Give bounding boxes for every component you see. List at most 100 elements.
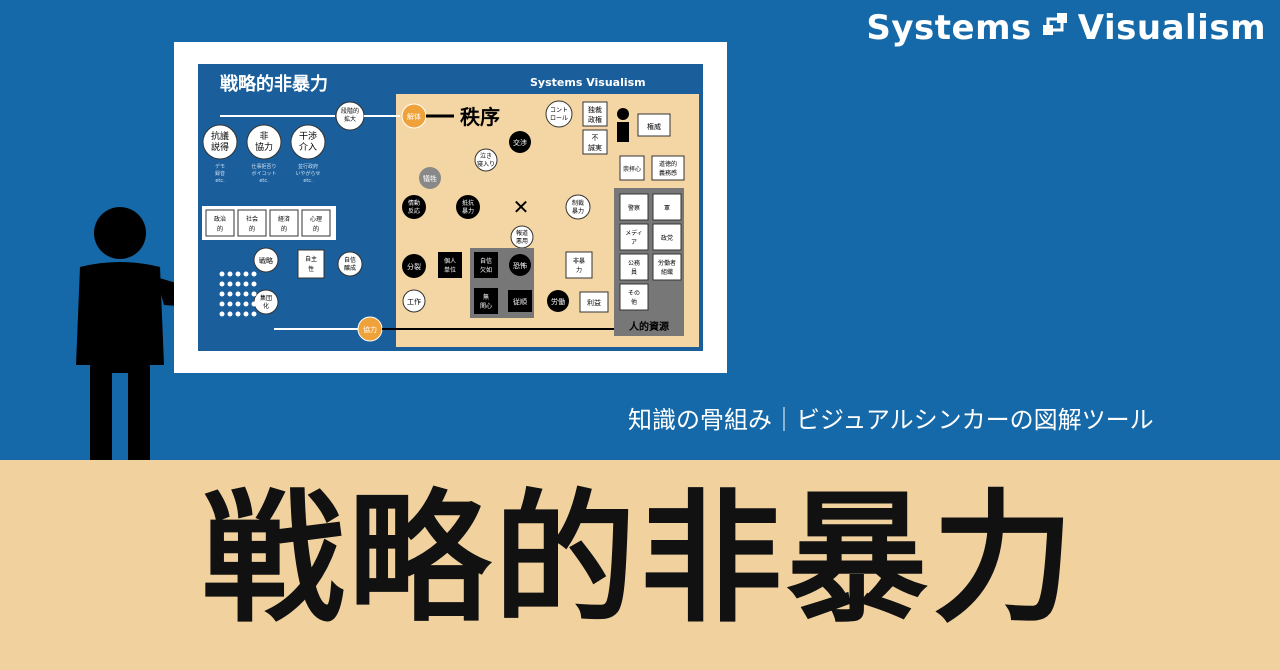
conf1-label: 自信 <box>344 256 356 264</box>
pillar-label: 他 <box>631 298 637 306</box>
crowd-person-icon <box>235 311 241 317</box>
sup1-label: 制裁 <box>572 199 584 207</box>
auth-label: 権威 <box>647 122 661 131</box>
pillar-label: その <box>628 290 640 297</box>
auto2-label: 性 <box>308 265 314 273</box>
crowd-person-icon <box>251 301 257 307</box>
strategic-nonviolence-diagram: 戦略的非暴力 Systems Visualism 抗議説得デモ録音etc.非協力… <box>198 64 703 351</box>
profit-label: 利益 <box>587 298 601 307</box>
brand-left: Systems <box>866 8 1032 48</box>
method-circle <box>202 124 238 160</box>
crowd-person-icon <box>219 271 225 277</box>
tan-title-area <box>0 460 1280 670</box>
crowd-person-icon <box>251 291 257 297</box>
dish2-label: 誠実 <box>588 143 602 152</box>
crowd-person-icon <box>235 301 241 307</box>
method-etc: etc. <box>259 178 269 184</box>
dict1-label: 独裁 <box>588 105 602 114</box>
method-example: 並行政府 <box>298 163 318 170</box>
strat-label: 戦略 <box>259 256 273 265</box>
nv2-label: 力 <box>576 266 582 274</box>
auto1-label: 自主 <box>305 255 317 263</box>
method-label: 協力 <box>255 141 273 153</box>
crowd-person-icon <box>235 281 241 287</box>
method-example: いやがらせ <box>296 170 321 177</box>
page-title: 戦略的非暴力 <box>202 477 1078 642</box>
pillar-label: 組織 <box>661 268 673 276</box>
worship-label: 崇拝心 <box>623 165 641 173</box>
labor-label: 労働 <box>551 297 565 306</box>
ap1-label: 無 <box>483 293 489 301</box>
pillar-label: 警察 <box>628 204 640 212</box>
dimension-label: 的 <box>249 225 255 233</box>
nv1-label: 非暴 <box>573 257 585 265</box>
moral2-label: 義務感 <box>659 169 677 177</box>
pillar-label: メディ <box>625 229 643 237</box>
method-example: 録音 <box>215 170 225 177</box>
esc2-label: 拡大 <box>344 115 356 123</box>
res1-label: 抵抗 <box>462 199 474 207</box>
order-label: 秩序 <box>460 105 500 129</box>
method-etc: etc. <box>215 178 225 184</box>
crowd-person-icon <box>219 291 225 297</box>
crowd-person-icon <box>227 281 233 287</box>
dimension-label: 経済 <box>278 215 290 223</box>
obed-label: 従順 <box>513 297 527 306</box>
div-label: 分裂 <box>407 262 421 271</box>
app2-label: 寝入り <box>477 160 495 168</box>
coll1-label: 集団 <box>260 294 272 302</box>
method-example: 仕事拒否り <box>251 163 276 170</box>
ind1-label: 個人 <box>444 257 456 265</box>
crowd-person-icon <box>243 291 249 297</box>
crowd-person-icon <box>235 291 241 297</box>
dimension-label: 社会 <box>246 215 258 223</box>
conf2-label: 醸成 <box>344 264 356 272</box>
pillar-box <box>652 223 682 251</box>
method-label: 干渉 <box>299 130 317 142</box>
dimension-label: 的 <box>217 225 223 233</box>
nc2-label: 欠如 <box>480 266 492 274</box>
ctrl1-label: コント <box>550 107 568 114</box>
dimension-label: 的 <box>313 225 319 233</box>
method-example: デモ <box>215 163 225 170</box>
ind2-label: 単位 <box>444 266 456 274</box>
nego-label: 交渉 <box>513 138 527 147</box>
crowd-person-icon <box>243 281 249 287</box>
ctrl2-label: ロール <box>550 115 568 122</box>
dimension-label: 心理 <box>310 216 322 223</box>
res2-label: 暴力 <box>462 207 474 215</box>
subtitle: 知識の骨組み｜ビジュアルシンカーの図解ツール <box>628 406 1154 434</box>
pillar-box <box>619 253 649 281</box>
pillar-box <box>652 253 682 281</box>
d-title-label: 戦略的非暴力 <box>220 73 328 95</box>
brand-right: Visualism <box>1077 8 1266 48</box>
pillar-label: 政党 <box>661 234 673 242</box>
esc1-label: 段階的 <box>341 107 359 115</box>
pillar-box <box>619 283 649 311</box>
back2-label: 悪用 <box>516 238 528 245</box>
dish1-label: 不 <box>592 134 599 142</box>
brand-logo: Systems Visualism <box>866 8 1266 48</box>
crowd-person-icon <box>219 301 225 307</box>
ap2-label: 関心 <box>480 303 492 310</box>
work-label: 工作 <box>407 297 421 306</box>
method-example: ボイコット <box>251 170 276 177</box>
method-label: 抗議 <box>211 130 229 142</box>
dimension-box <box>237 209 267 237</box>
crowd-person-icon <box>227 301 233 307</box>
dimension-box <box>301 209 331 237</box>
crowd-person-icon <box>227 271 233 277</box>
crowd-person-icon <box>243 311 249 317</box>
crowd-person-icon <box>219 281 225 287</box>
pillar-label: 公務 <box>628 259 640 267</box>
emo2-label: 反応 <box>408 207 420 215</box>
crowd-person-icon <box>251 311 257 317</box>
pillar-box <box>619 223 649 251</box>
hr-label: 人的資源 <box>629 320 669 333</box>
pillar-box <box>652 193 682 221</box>
crowd-person-icon <box>251 271 257 277</box>
svg-text:✕: ✕ <box>513 195 530 219</box>
pillar-label: 労働者 <box>658 259 676 267</box>
dimension-box <box>269 209 299 237</box>
